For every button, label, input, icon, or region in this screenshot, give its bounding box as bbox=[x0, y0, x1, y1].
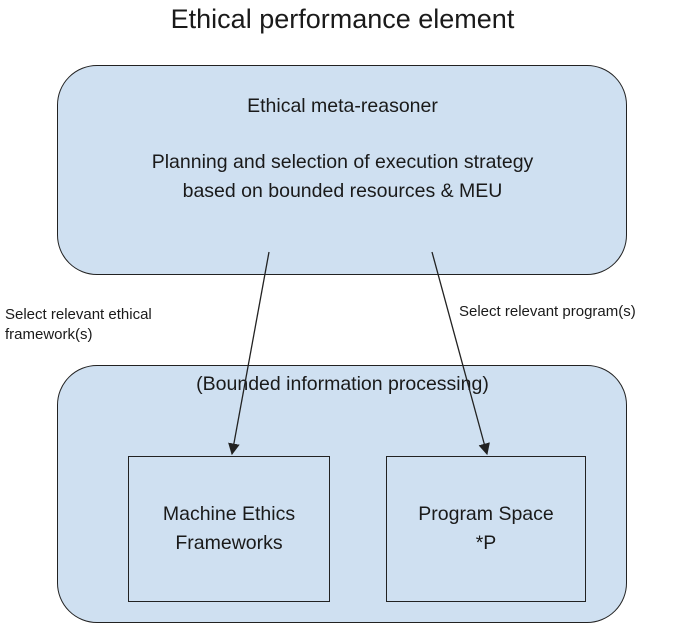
select-framework-label-line: Select relevant ethical bbox=[5, 306, 152, 323]
program-space-line: Program Space bbox=[418, 503, 554, 525]
meta-reasoner-description-line: based on bounded resources & MEU bbox=[182, 180, 503, 202]
program-space-box: Program Space *P bbox=[386, 456, 586, 602]
machine-ethics-line: Frameworks bbox=[175, 532, 283, 554]
arrow-to-frameworks bbox=[228, 251, 270, 456]
bounded-processing-label: (Bounded information processing) bbox=[196, 373, 489, 395]
meta-reasoner-name: Ethical meta-reasoner bbox=[247, 95, 438, 117]
select-program-label: Select relevant program(s) bbox=[459, 303, 636, 320]
diagram-title: Ethical performance element bbox=[170, 4, 515, 34]
arrow-to-program-space bbox=[431, 251, 490, 456]
machine-ethics-frameworks-box: Machine Ethics Frameworks bbox=[128, 456, 330, 602]
meta-reasoner-description-line: Planning and selection of execution stra… bbox=[151, 151, 534, 173]
select-framework-label: Select relevant ethical framework(s) bbox=[5, 305, 152, 345]
meta-reasoner-description: Planning and selection of execution stra… bbox=[0, 148, 685, 206]
machine-ethics-line: Machine Ethics bbox=[162, 503, 296, 525]
program-space-line: *P bbox=[475, 532, 497, 554]
meta-reasoner-box bbox=[57, 65, 627, 275]
select-framework-label-line: framework(s) bbox=[5, 326, 93, 343]
